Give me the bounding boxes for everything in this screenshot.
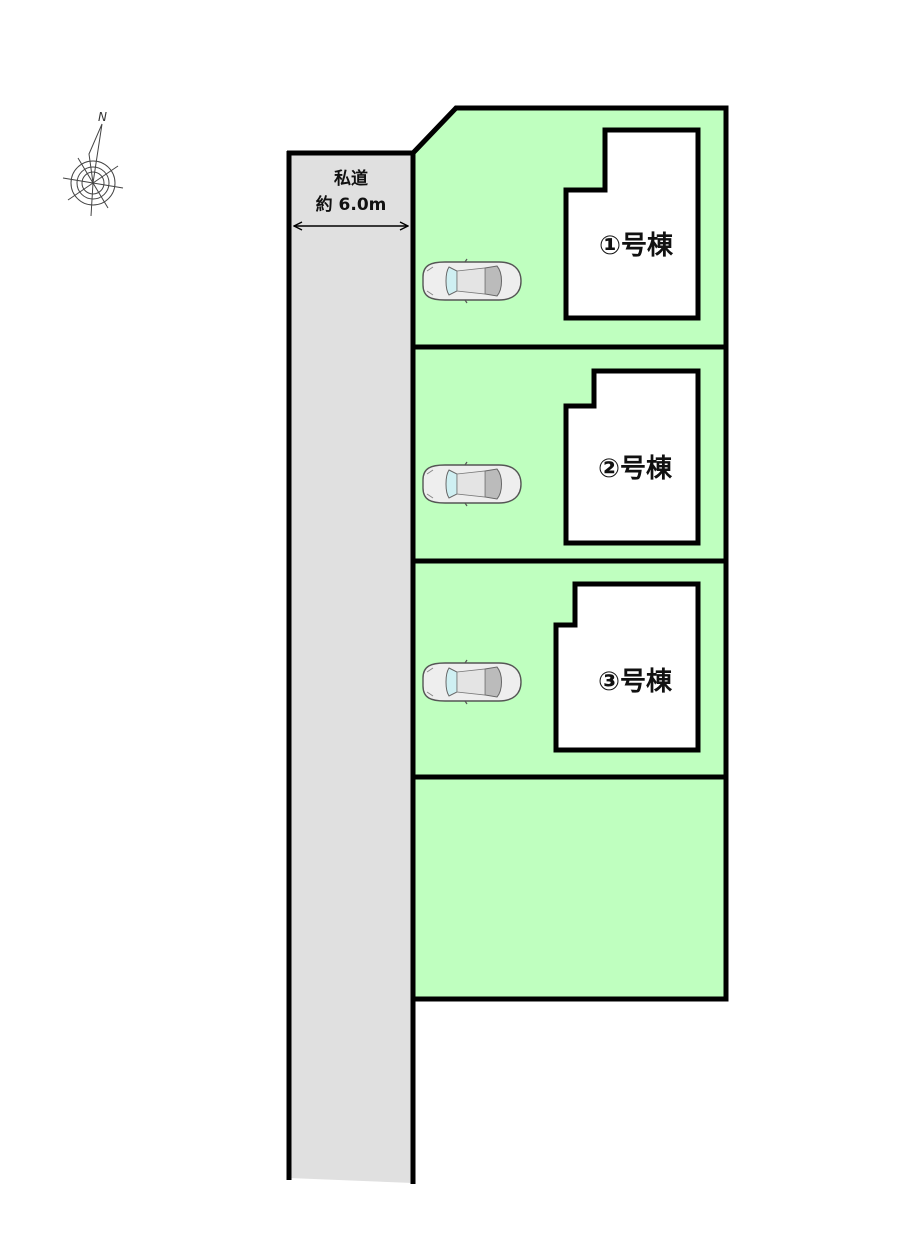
building-3 [553,581,701,753]
house-2-label: ②号棟 [598,454,673,484]
road-width-label: 約 6.0m [316,194,387,215]
building-2 [563,368,701,546]
house-1-label: ①号棟 [599,231,674,261]
private-road [289,153,413,1183]
road-name-label: 私道 [334,168,368,189]
car-icon [422,659,522,705]
car-icon [422,258,522,304]
north-arrow-icon: N [62,110,124,217]
car-icon [422,461,522,507]
house-3-label: ③号棟 [598,667,673,697]
north-label: N [98,110,107,124]
building-1 [563,127,701,321]
lot-remaining [410,774,729,1002]
